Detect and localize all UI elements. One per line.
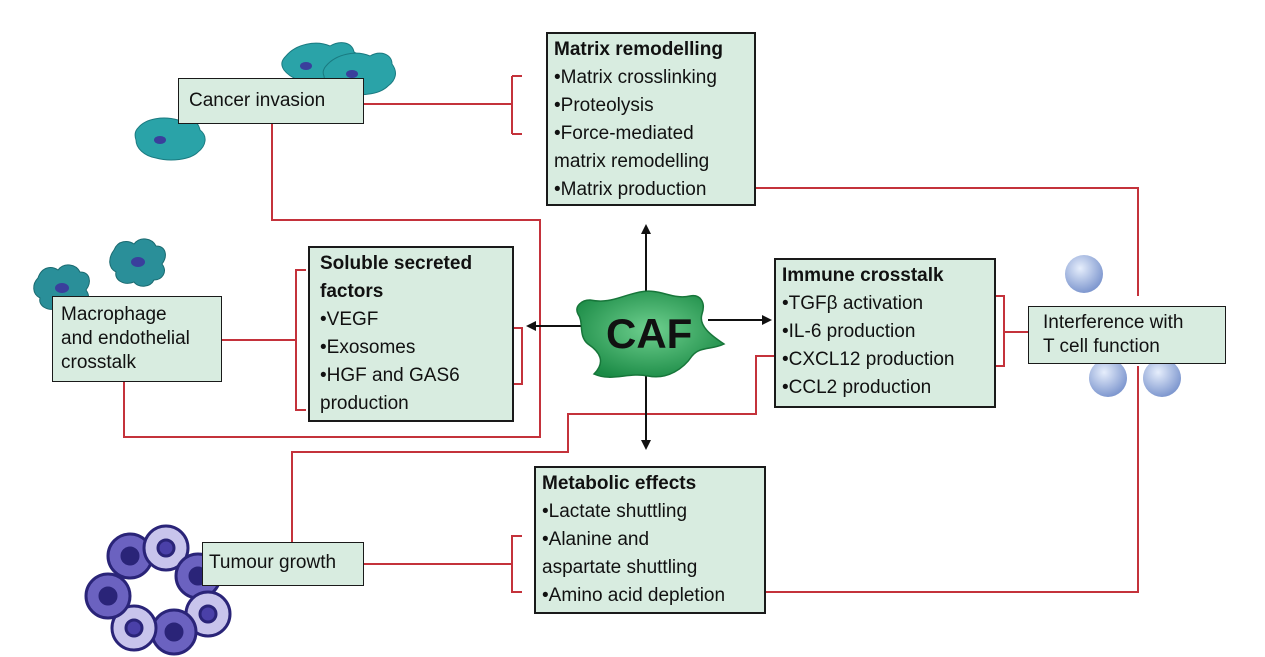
immune-to-tumour-line bbox=[291, 355, 776, 542]
caf-arrows bbox=[526, 224, 772, 450]
t-cell-icon bbox=[1065, 255, 1181, 397]
tumour-growth-label: Tumour growth bbox=[209, 552, 337, 573]
soluble-right-bar bbox=[514, 327, 523, 385]
immune-item: CCL2 production bbox=[782, 374, 988, 402]
matrix-item: Matrix production bbox=[554, 176, 748, 204]
tcell-to-metabolic-line bbox=[766, 366, 1139, 593]
caf-cell-icon bbox=[576, 290, 726, 378]
immune-inhibit-bar bbox=[996, 295, 1005, 367]
inhibition-lines bbox=[123, 75, 1139, 593]
matrix-item: Proteolysis bbox=[554, 92, 748, 120]
tcell-label-line1: Interference with bbox=[1043, 312, 1184, 333]
metabolic-effects-box: Metabolic effects Lactate shuttling Alan… bbox=[534, 466, 766, 614]
macrophage-crosstalk-box: Macrophage and endothelial crosstalk bbox=[52, 296, 222, 382]
soluble-item-continuation: production bbox=[320, 393, 409, 414]
immune-item: CXCL12 production bbox=[782, 346, 988, 374]
soluble-inhibit-bar bbox=[295, 269, 306, 411]
matrix-item: Matrix crosslinking bbox=[554, 64, 748, 92]
macrophage-label-line2: and endothelial bbox=[61, 328, 190, 349]
matrix-remodelling-box: Matrix remodelling Matrix crosslinking P… bbox=[546, 32, 756, 206]
metabolic-inhibit-bar bbox=[511, 535, 522, 593]
soluble-factors-title: Soluble secreted bbox=[320, 253, 473, 274]
immune-item: IL-6 production bbox=[782, 318, 988, 346]
matrix-to-tcell-line bbox=[754, 187, 1139, 296]
tumour-cell-icon bbox=[84, 524, 232, 656]
matrix-item-continuation: matrix remodelling bbox=[554, 151, 710, 172]
tumour-growth-box: Tumour growth bbox=[202, 542, 364, 586]
soluble-factors-title-line2: factors bbox=[320, 281, 384, 302]
metabolic-item: Alanine and bbox=[542, 526, 758, 554]
cancer-invasion-box: Cancer invasion bbox=[178, 78, 364, 124]
immune-item: TGFβ activation bbox=[782, 290, 988, 318]
metabolic-item: Lactate shuttling bbox=[542, 498, 758, 526]
metabolic-item: Amino acid depletion bbox=[542, 582, 758, 610]
soluble-item: HGF and GAS6 bbox=[320, 362, 502, 390]
tcell-interference-box: Interference with T cell function bbox=[1028, 306, 1226, 364]
immune-crosstalk-box: Immune crosstalk TGFβ activation IL-6 pr… bbox=[774, 258, 996, 408]
matrix-remodelling-title: Matrix remodelling bbox=[554, 39, 723, 60]
macrophage-label-line3: crosstalk bbox=[61, 352, 136, 373]
macrophage-label-line1: Macrophage bbox=[61, 304, 167, 325]
cancer-to-macrophage-line bbox=[123, 124, 541, 438]
cancer-invasion-label: Cancer invasion bbox=[189, 90, 326, 111]
immune-crosstalk-title: Immune crosstalk bbox=[782, 265, 944, 286]
matrix-item: Force-mediated bbox=[554, 120, 748, 148]
metabolic-effects-title: Metabolic effects bbox=[542, 473, 697, 494]
soluble-item: Exosomes bbox=[320, 334, 502, 362]
macrophage-cell-icon bbox=[33, 238, 166, 313]
soluble-factors-box: Soluble secreted factors VEGF Exosomes H… bbox=[308, 246, 514, 422]
tcell-label-line2: T cell function bbox=[1043, 336, 1160, 357]
caf-label: CAF bbox=[606, 310, 693, 357]
soluble-item: VEGF bbox=[320, 306, 502, 334]
metabolic-item-continuation: aspartate shuttling bbox=[542, 557, 698, 578]
